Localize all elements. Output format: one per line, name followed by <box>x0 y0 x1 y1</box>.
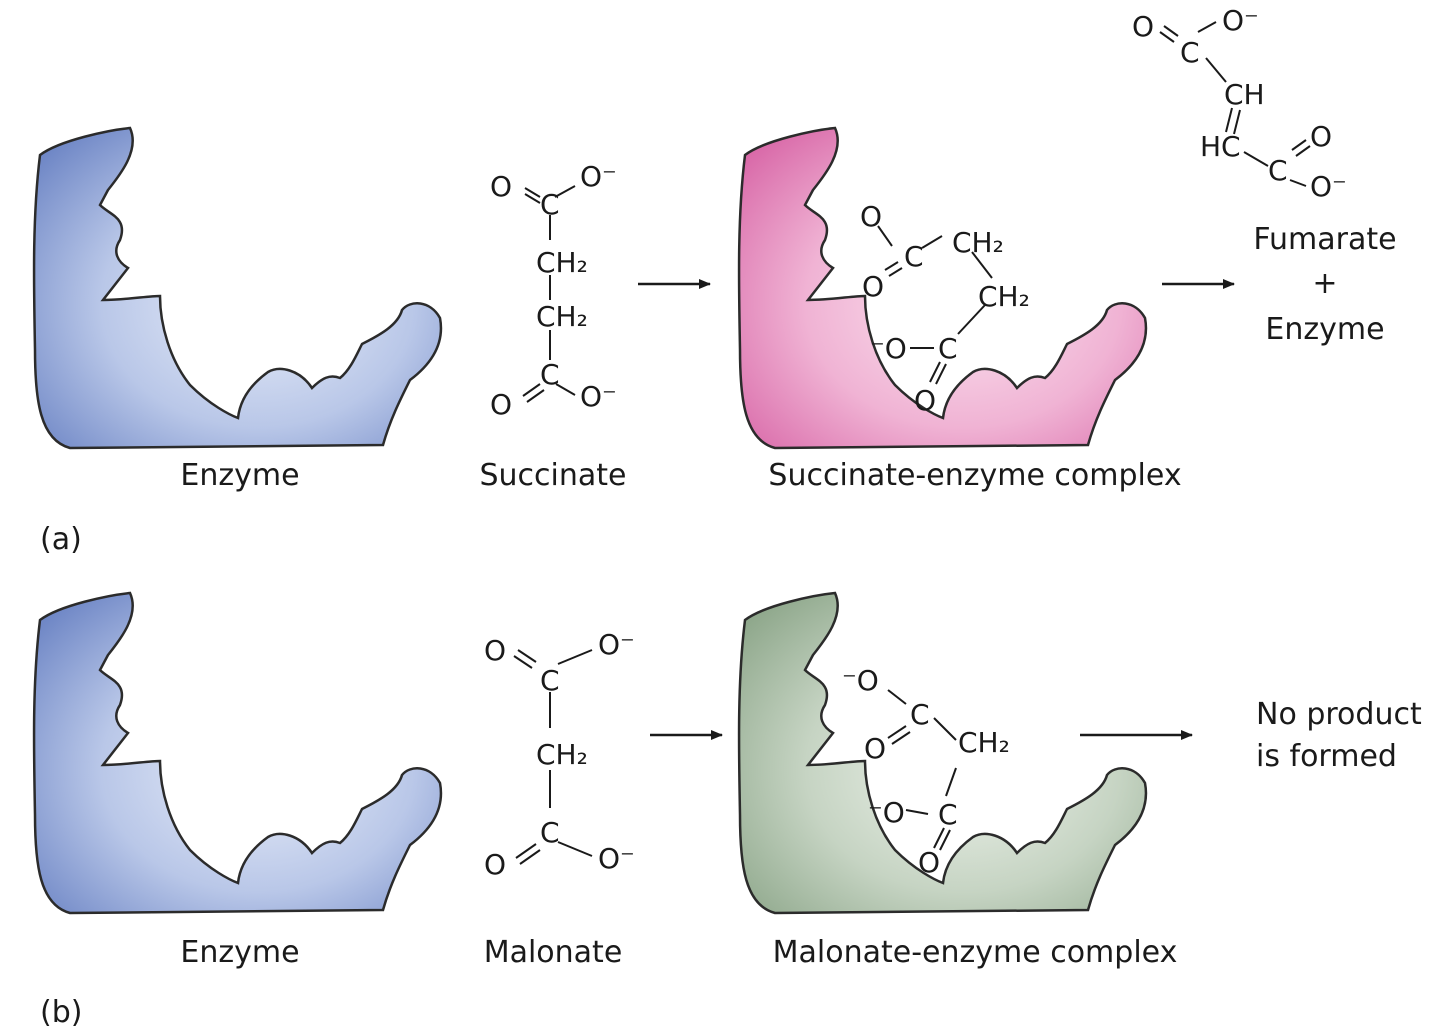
bound-o-minus: ⁻O <box>870 332 907 365</box>
enzyme-label-b: Enzyme <box>180 935 300 970</box>
bmal-o-minus-2: ⁻O <box>868 796 905 829</box>
bound-malonate-bonds <box>887 689 957 851</box>
malonate-bonds <box>513 649 593 865</box>
bound-ch2-2: CH₂ <box>978 280 1030 313</box>
fum-c-1: C <box>1180 36 1200 69</box>
bound-ch2-1: CH₂ <box>952 226 1004 259</box>
bound-o-3: O <box>914 384 936 417</box>
bound-succinate-bonds <box>877 225 993 385</box>
mal-c-top: C <box>540 664 560 697</box>
succ-o-top-right: O⁻ <box>580 160 617 193</box>
complex-shape-b <box>737 591 1148 915</box>
enzyme-label-a: Enzyme <box>180 458 300 493</box>
fum-c-2: C <box>1268 154 1288 187</box>
malonate-label: Malonate <box>483 935 623 970</box>
succ-c-bottom: C <box>540 358 560 391</box>
succinate-bonds <box>522 185 576 403</box>
malonate-complex-label: Malonate-enzyme complex <box>772 935 1178 970</box>
succ-ch2-a: CH₂ <box>536 246 588 279</box>
bmal-c-1: C <box>910 698 930 731</box>
panel-a-tag: (a) <box>40 522 82 557</box>
panel-a: O O⁻ C CH₂ CH₂ C O O⁻ O C O CH₂ CH₂ ⁻O C… <box>32 4 1347 450</box>
fum-o-2: O <box>1310 120 1332 153</box>
plus-sign: + <box>1312 266 1338 301</box>
succinate-complex-label: Succinate-enzyme complex <box>768 458 1182 493</box>
bound-o-2: O <box>862 270 884 303</box>
fum-o-minus-1: O⁻ <box>1222 4 1259 37</box>
succinate-label: Succinate <box>479 458 627 493</box>
fum-hc: HC <box>1200 130 1241 163</box>
bmal-o-2: O <box>918 846 940 879</box>
enzyme-product-label: Enzyme <box>1265 312 1385 347</box>
no-product-line1: No product <box>1256 697 1422 732</box>
enzyme-shape-b <box>32 591 443 915</box>
mal-o-top-right: O⁻ <box>598 628 635 661</box>
fum-o-minus-2: O⁻ <box>1310 170 1347 203</box>
bound-c-1: C <box>904 240 924 273</box>
succ-o-bottom-left: O <box>490 388 512 421</box>
fumarate-bonds <box>1159 21 1311 187</box>
succ-c-top: C <box>540 188 560 221</box>
no-product-line2: is formed <box>1256 739 1397 774</box>
succ-o-bottom-right: O⁻ <box>580 380 617 413</box>
mal-o-bottom-left: O <box>484 848 506 881</box>
bmal-o-minus-1: ⁻O <box>842 664 879 697</box>
panel-b: O O⁻ C CH₂ C O O⁻ ⁻O C O CH₂ ⁻O C O <box>32 591 1193 915</box>
bmal-o-1: O <box>864 732 886 765</box>
fum-ch: CH <box>1224 78 1265 111</box>
fumarate-label: Fumarate <box>1253 222 1397 257</box>
panel-b-tag: (b) <box>40 995 83 1030</box>
bmal-ch2: CH₂ <box>958 726 1010 759</box>
bound-o-1: O <box>860 200 882 233</box>
bound-c-2: C <box>938 332 958 365</box>
complex-shape-a <box>737 126 1148 450</box>
mal-ch2: CH₂ <box>536 738 588 771</box>
enzyme-shape-a <box>32 126 443 450</box>
mal-o-bottom-right: O⁻ <box>598 842 635 875</box>
succ-ch2-b: CH₂ <box>536 300 588 333</box>
bmal-c-2: C <box>938 798 958 831</box>
fum-o-1: O <box>1132 10 1154 43</box>
succ-o-top-left: O <box>490 170 512 203</box>
mal-c-bottom: C <box>540 816 560 849</box>
mal-o-top-left: O <box>484 634 506 667</box>
